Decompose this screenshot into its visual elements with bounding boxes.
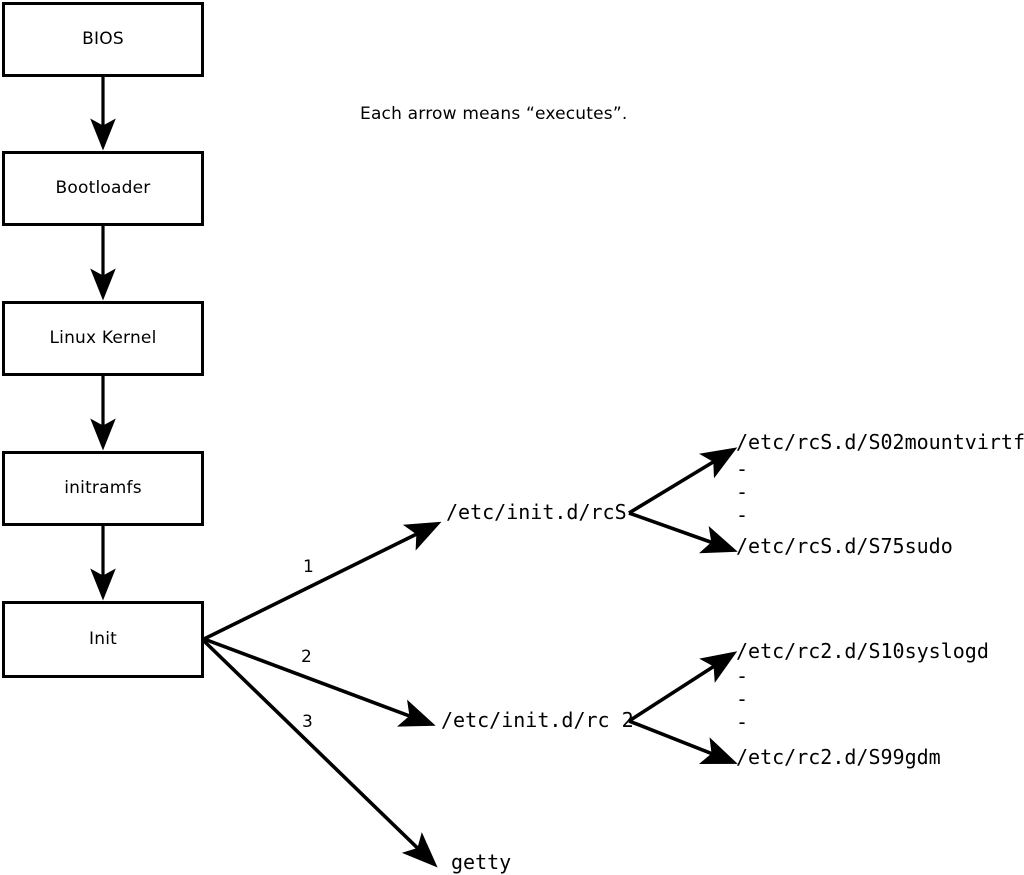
node-label-bios: BIOS <box>82 29 124 49</box>
rcs-ellipsis-dash-2: - <box>736 480 749 504</box>
edge-rc2-to-last-script <box>628 719 738 765</box>
node-box-init[interactable]: Init <box>2 601 204 678</box>
node-label-init-d-rc2[interactable]: /etc/init.d/rc 2 <box>441 708 634 732</box>
node-label-init: Init <box>89 629 117 649</box>
node-box-bios[interactable]: BIOS <box>2 2 204 77</box>
node-label-linux-kernel: Linux Kernel <box>49 328 157 348</box>
edge-init-to-rc2 <box>203 637 436 727</box>
rc2-ellipsis-dash-2: - <box>736 687 749 711</box>
node-label-rcs-first-script[interactable]: /etc/rcS.d/S02mountvirtfs <box>736 430 1024 454</box>
edge-number-3: 3 <box>302 712 313 732</box>
edge-rcs-to-first-script <box>628 447 738 515</box>
node-label-rcs-last-script[interactable]: /etc/rcS.d/S75sudo <box>736 534 953 558</box>
node-label-getty[interactable]: getty <box>451 850 512 874</box>
edge-rc2-to-first-script <box>628 651 738 723</box>
rc2-ellipsis-dash-3: - <box>736 710 749 734</box>
rc2-ellipsis-dash-1: - <box>736 664 749 688</box>
edge-init-to-rcs <box>203 521 442 641</box>
edge-init-to-getty <box>202 639 438 868</box>
node-box-linux-kernel[interactable]: Linux Kernel <box>2 301 204 376</box>
node-label-bootloader: Bootloader <box>55 178 151 198</box>
node-label-rc2-first-script[interactable]: /etc/rc2.d/S10syslogd <box>736 639 989 663</box>
node-box-initramfs[interactable]: initramfs <box>2 451 204 526</box>
node-label-rc2-last-script[interactable]: /etc/rc2.d/S99gdm <box>736 745 941 769</box>
node-label-initramfs: initramfs <box>64 478 142 498</box>
edge-number-1: 1 <box>303 557 314 577</box>
rcs-ellipsis-dash-1: - <box>736 457 749 481</box>
rcs-ellipsis-dash-3: - <box>736 503 749 527</box>
edge-number-2: 2 <box>301 647 312 667</box>
node-label-init-d-rcs[interactable]: /etc/init.d/rcS <box>446 500 627 524</box>
node-box-bootloader[interactable]: Bootloader <box>2 151 204 226</box>
edge-rcs-to-last-script <box>628 511 738 554</box>
legend-note: Each arrow means “executes”. <box>360 104 628 124</box>
